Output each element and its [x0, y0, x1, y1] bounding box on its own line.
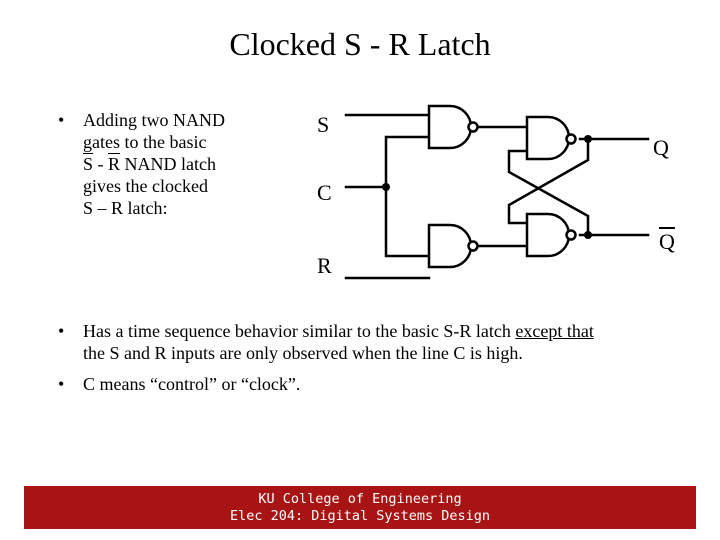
behavior-bullet: • Has a time sequence behavior similar t… — [58, 320, 678, 366]
behavior-text: Has a time sequence behavior similar to … — [83, 320, 594, 364]
footer-line-1: KU College of Engineering — [258, 490, 462, 507]
behavior-line-1-underlined: except that — [515, 321, 594, 341]
q-junction-dot — [584, 135, 592, 143]
intro-line-5: S – R latch: — [83, 198, 168, 218]
gate-4-bubble — [565, 229, 577, 241]
intro-dash: - — [93, 154, 109, 174]
gate-1-bubble — [467, 121, 479, 133]
footer-banner: KU College of Engineering Elec 204: Digi… — [24, 486, 696, 529]
nand-gate-4 — [525, 212, 571, 258]
nand-gate-3 — [525, 115, 571, 161]
qbar-output-label: Q — [659, 229, 675, 254]
bullet-dot: • — [58, 374, 65, 394]
behavior-line-1: Has a time sequence behavior similar to … — [83, 320, 594, 342]
q-feedback-wire — [507, 137, 590, 225]
bullet-dot: • — [58, 110, 65, 130]
clock-text: C means “control” or “clock”. — [83, 374, 301, 394]
s-input-label: S — [317, 112, 330, 137]
clock-bullet: • C means “control” or “clock”. — [58, 373, 678, 397]
gate-2-bubble — [467, 240, 479, 252]
c-junction-dot — [382, 183, 390, 191]
r-input-label: R — [317, 253, 332, 278]
qbar-junction-dot — [584, 231, 592, 239]
behavior-line-1-pre: Has a time sequence behavior similar to … — [83, 321, 516, 341]
q-output-label: Q — [653, 135, 669, 160]
intro-line-2: gates to the basic — [83, 132, 207, 152]
s-bar: S — [83, 154, 94, 174]
intro-line-4: gives the clocked — [83, 176, 208, 196]
qbar-feedback-wire — [507, 149, 590, 237]
intro-line-3: S - R NAND latch — [83, 153, 225, 175]
nand-gate-1 — [427, 104, 473, 150]
r-bar: R — [108, 154, 121, 174]
intro-bullet: • Adding two NAND gates to the basic S -… — [58, 109, 288, 224]
footer-line-2: Elec 204: Digital Systems Design — [229, 507, 491, 524]
c-input-label: C — [317, 180, 332, 205]
nand-gate-2 — [427, 223, 473, 269]
intro-text: Adding two NAND gates to the basic S - R… — [83, 109, 225, 219]
c-branch-wire — [384, 135, 431, 258]
behavior-line-2: the S and R inputs are only observed whe… — [83, 343, 523, 363]
slide-title: Clocked S - R Latch — [229, 26, 491, 62]
intro-line-3-rest: NAND latch — [120, 154, 217, 174]
intro-line-1: Adding two NAND — [83, 110, 225, 130]
bullet-dot: • — [58, 321, 65, 341]
gate-3-bubble — [565, 133, 577, 145]
